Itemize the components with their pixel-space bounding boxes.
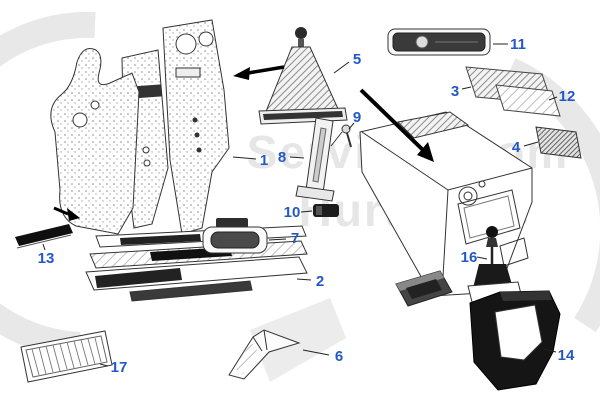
callout-1[interactable]: 1: [260, 152, 268, 169]
ashtray-illustration: [395, 270, 453, 307]
part-9-screw-illustration: [330, 124, 352, 148]
callout-14[interactable]: 14: [558, 347, 575, 364]
callout-11[interactable]: 11: [510, 36, 526, 53]
callout-12[interactable]: 12: [559, 88, 576, 105]
callout-10[interactable]: 10: [284, 204, 301, 221]
callout-leader-lines: [42, 43, 558, 367]
part-11-trim-plate-illustration: [387, 28, 491, 56]
part-5-shift-boot-illustration: [258, 27, 348, 125]
callout-17[interactable]: 17: [111, 359, 128, 376]
part-12-panel-illustration: [495, 84, 561, 117]
part-17-sill-plate-illustration: [20, 330, 113, 383]
part-2-trim-strips-illustration: [85, 225, 308, 302]
callout-2[interactable]: 2: [316, 273, 324, 290]
callout-labels: 1 2 3 4 5 6 7 8 9 10 11 12 13 14 16 17: [38, 36, 576, 376]
callout-7[interactable]: 7: [291, 230, 299, 247]
part-13-strip-illustration: [15, 206, 80, 249]
console-body-illustration: [359, 111, 533, 297]
callout-9[interactable]: 9: [353, 109, 361, 126]
assembly-arrows: [233, 65, 434, 162]
callout-6[interactable]: 6: [335, 348, 343, 365]
part-10-knob-illustration: [313, 204, 339, 217]
part-14-rear-bin-illustration: [469, 290, 561, 391]
callout-13[interactable]: 13: [38, 250, 55, 267]
part-4-panel-illustration: [535, 126, 582, 159]
part-7-armrest-tray-illustration: [202, 218, 268, 254]
callout-8[interactable]: 8: [278, 149, 286, 166]
part-1-console-frame-illustration: [50, 19, 230, 235]
callout-5[interactable]: 5: [353, 51, 361, 68]
callout-16[interactable]: 16: [461, 249, 478, 266]
callout-4[interactable]: 4: [512, 139, 521, 156]
part-6-folded-cover-illustration: [228, 329, 301, 380]
callout-3[interactable]: 3: [451, 83, 459, 100]
part-8-slide-rail-illustration: [295, 117, 335, 202]
